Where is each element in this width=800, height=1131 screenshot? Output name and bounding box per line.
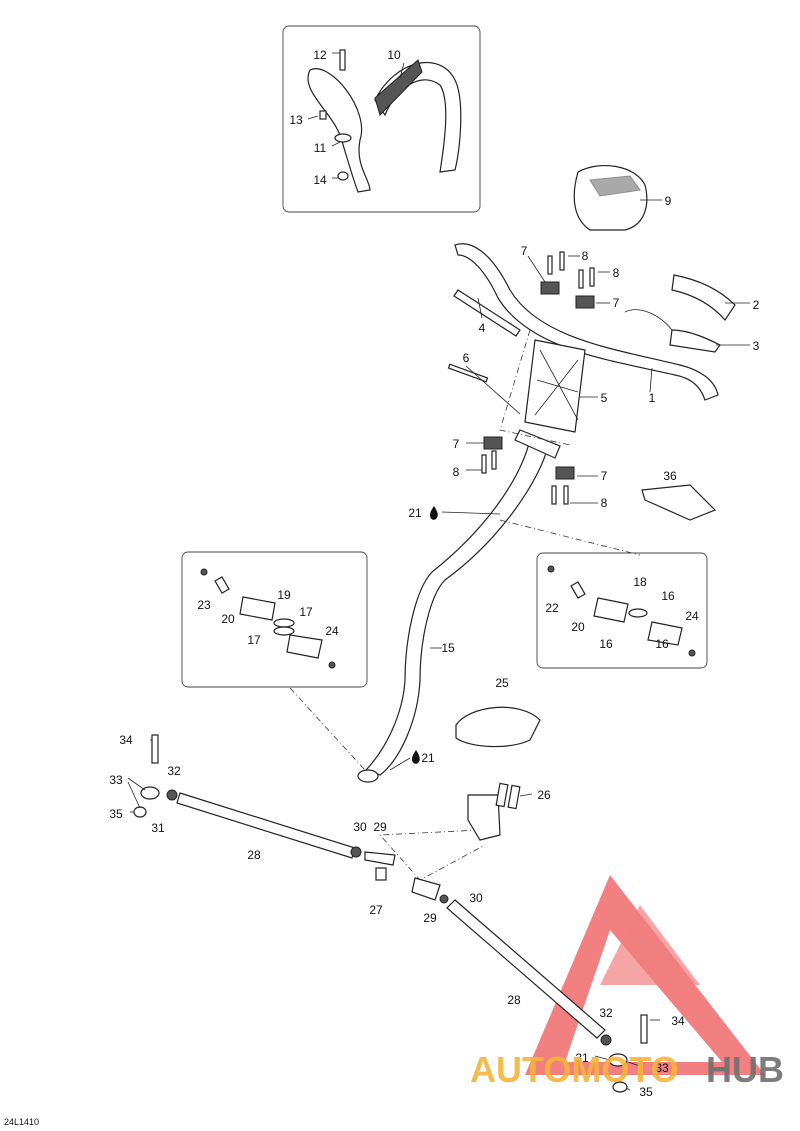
watermark-logo-triangle	[525, 875, 765, 1075]
callout-24: 24	[685, 609, 699, 623]
handlebar-riser-part	[524, 339, 586, 433]
callout-11: 11	[314, 141, 327, 155]
lubricant-drop-icon	[412, 750, 420, 764]
handlebar-cover-part	[573, 165, 648, 231]
callout-9: 9	[665, 194, 672, 208]
callout-25: 25	[495, 676, 509, 690]
callout-2: 2	[753, 298, 760, 312]
callout-16: 16	[655, 637, 669, 651]
callout-21: 21	[421, 751, 435, 765]
callout-8: 8	[613, 266, 620, 280]
callout-23: 23	[197, 598, 211, 612]
callout-29: 29	[373, 820, 387, 834]
watermark-brand-left: AUTOMOTO	[470, 1049, 679, 1090]
callout-31: 31	[151, 821, 165, 835]
callout-8: 8	[601, 496, 608, 510]
tie-rod-lower	[446, 899, 606, 1039]
callout-22: 22	[545, 601, 559, 615]
cover-part	[455, 706, 541, 748]
callout-30: 30	[469, 891, 483, 905]
callout-35: 35	[109, 807, 123, 821]
callout-10: 10	[387, 48, 401, 62]
callout-26: 26	[537, 788, 551, 802]
callout-7: 7	[521, 244, 528, 258]
callout-32: 32	[167, 764, 181, 778]
callout-17: 17	[247, 633, 261, 647]
callout-28: 28	[247, 848, 261, 862]
steering-column	[364, 439, 549, 776]
callout-29: 29	[423, 911, 437, 925]
watermark-text: AUTOMOTO HUB	[470, 1049, 784, 1090]
callout-35: 35	[639, 1085, 653, 1099]
left-clamp-kit	[200, 568, 336, 669]
tie-rod-upper	[176, 792, 356, 859]
callout-20: 20	[571, 620, 585, 634]
detail-box-right-clamps	[536, 552, 708, 669]
callout-17: 17	[299, 605, 313, 619]
plate-part	[641, 484, 717, 521]
callout-34: 34	[671, 1014, 685, 1028]
callout-12: 12	[313, 48, 327, 62]
leader-lines	[127, 52, 750, 1091]
handlebar-tube	[454, 243, 719, 401]
detail-box-handlebar-pad	[282, 25, 481, 213]
watermark-brand-right: HUB	[706, 1049, 784, 1090]
callout-28: 28	[507, 993, 521, 1007]
handlebar-pad-detail	[307, 49, 462, 193]
callout-30: 30	[353, 820, 367, 834]
detail-box-left-clamps	[181, 551, 368, 688]
tie-rod-upper-ends	[133, 734, 396, 866]
callout-34: 34	[119, 733, 133, 747]
callout-7: 7	[601, 469, 608, 483]
callout-24: 24	[325, 624, 339, 638]
callout-16: 16	[599, 637, 613, 651]
callout-14: 14	[313, 173, 327, 187]
callout-16: 16	[661, 589, 675, 603]
callout-1: 1	[649, 391, 656, 405]
callout-6: 6	[463, 351, 470, 365]
callout-19: 19	[277, 588, 291, 602]
lubricant-drop-icon	[430, 506, 438, 520]
callout-32: 32	[599, 1006, 613, 1020]
callout-4: 4	[479, 321, 486, 335]
callout-5: 5	[601, 391, 608, 405]
callout-33: 33	[109, 773, 123, 787]
callout-13: 13	[289, 113, 303, 127]
callout-36: 36	[663, 469, 677, 483]
callout-15: 15	[441, 641, 455, 655]
callout-8: 8	[453, 465, 460, 479]
callout-33: 33	[655, 1061, 669, 1075]
pitman-arm	[467, 782, 521, 841]
right-clamp-kit	[547, 565, 696, 657]
callout-3: 3	[753, 339, 760, 353]
callout-21: 21	[408, 506, 422, 520]
callout-18: 18	[633, 575, 647, 589]
callout-7: 7	[453, 437, 460, 451]
callout-27: 27	[369, 903, 383, 917]
callout-20: 20	[221, 612, 235, 626]
callout-31: 31	[575, 1051, 589, 1065]
tie-rod-lower-ends	[375, 867, 648, 1093]
callout-7: 7	[613, 296, 620, 310]
callout-8: 8	[582, 249, 589, 263]
drawing-code: 24L1410	[4, 1117, 40, 1127]
